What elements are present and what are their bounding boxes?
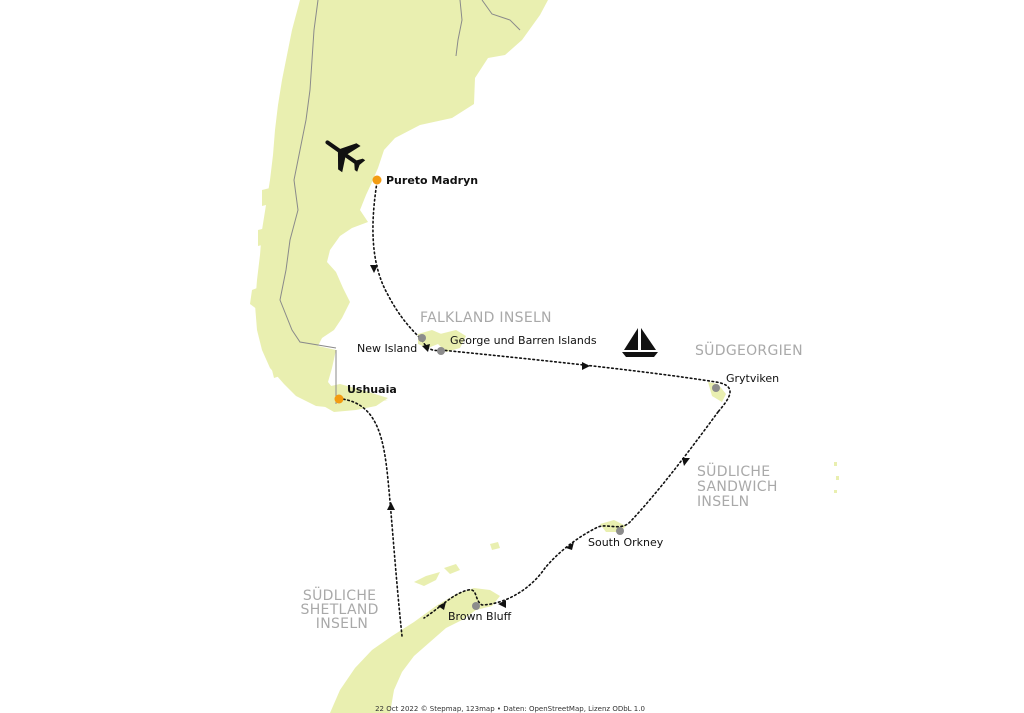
route-madryn-falklands <box>372 181 423 341</box>
map-credit: 22 Oct 2022 © Stepmap, 123map • Daten: O… <box>375 705 645 713</box>
marker-layer <box>334 175 720 610</box>
sandwich-region-line: INSELN <box>697 494 749 510</box>
route-layer <box>341 181 731 637</box>
ushuaia-marker <box>334 394 344 404</box>
south-sandwich-islet <box>834 490 837 493</box>
fjord-island <box>258 316 270 334</box>
route-falklands-grytviken <box>440 349 731 413</box>
northern-border <box>455 0 463 57</box>
direction-arrow <box>370 265 378 273</box>
south-shetland-land <box>444 564 460 574</box>
new-island-marker <box>418 334 426 342</box>
direction-arrow <box>438 602 446 610</box>
border-layer <box>279 0 521 404</box>
shetland-region-line: SÜDLICHE <box>303 586 376 604</box>
fjord-island <box>262 188 270 206</box>
shetland-region-line: INSELN <box>316 616 368 632</box>
george-barren-label: George und Barren Islands <box>450 334 597 347</box>
direction-arrow <box>387 502 395 510</box>
grytviken-marker <box>712 384 720 392</box>
south-america-land <box>255 0 548 408</box>
direction-arrow <box>582 362 590 370</box>
shetland-region-line: SHETLAND <box>301 602 379 618</box>
direction-arrow <box>682 458 690 466</box>
fjord-island <box>262 338 276 356</box>
route-arrows <box>370 265 690 610</box>
falkland-region-label: FALKLAND INSELN <box>420 310 552 326</box>
direction-arrow <box>566 542 574 550</box>
south-orkney-marker <box>616 527 624 535</box>
south-shetland-land <box>490 542 500 550</box>
south-sandwich-islet <box>834 462 837 466</box>
direction-arrow <box>422 344 430 352</box>
fjord-island <box>258 228 266 246</box>
tierra-del-fuego-land <box>320 384 388 412</box>
puerto-madryn-label: Pureto Madryn <box>386 174 478 187</box>
route-brownbluff-ushuaia <box>341 398 403 637</box>
suedgeorgien-region-label: SÜDGEORGIEN <box>695 341 803 359</box>
fjord-island <box>270 360 286 378</box>
brown-bluff-marker <box>472 602 480 610</box>
sandwich-region-label: SÜDLICHE SANDWICH INSELN <box>697 462 782 510</box>
south-orkney-label: South Orkney <box>588 536 664 549</box>
antarctic-peninsula-land <box>330 588 500 713</box>
george-barren-marker <box>437 347 445 355</box>
sandwich-region-line: SANDWICH <box>697 479 778 495</box>
south-sandwich-islet <box>836 476 839 480</box>
fjord-island <box>250 286 266 310</box>
airplane-icon <box>325 140 366 173</box>
direction-arrow <box>498 600 506 608</box>
sailboat-icon <box>622 328 658 357</box>
shetland-region-label: SÜDLICHE SHETLAND INSELN <box>301 586 384 632</box>
route-orkney-brownbluff <box>423 567 546 619</box>
grytviken-label: Grytviken <box>726 372 779 385</box>
new-island-label: New Island <box>357 342 417 355</box>
northern-border <box>481 0 521 31</box>
puerto-madryn-marker <box>372 175 382 185</box>
brown-bluff-label: Brown Bluff <box>448 610 512 623</box>
ushuaia-label: Ushuaia <box>347 383 397 396</box>
falkland-islands-land <box>438 330 466 352</box>
chile-argentina-border <box>279 0 337 349</box>
land-layer <box>250 0 839 713</box>
sandwich-region-line: SÜDLICHE <box>697 462 770 480</box>
south-shetland-land <box>414 572 440 586</box>
